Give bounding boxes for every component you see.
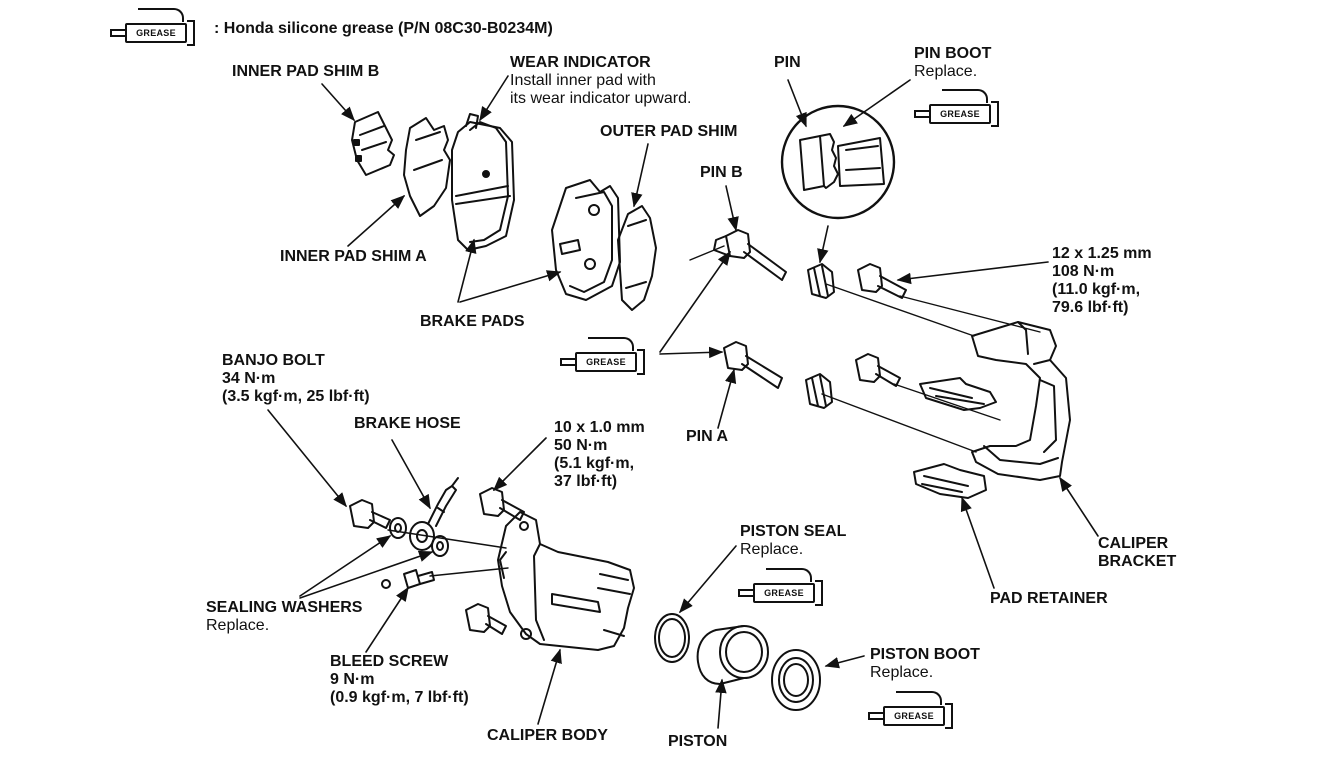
label-brake-hose: BRAKE HOSE [354,415,461,432]
label-sealing-washers: SEALING WASHERS Replace. [206,599,363,634]
label-inner-pad-shim-b: INNER PAD SHIM B [232,63,380,80]
leader-lines [267,75,1099,729]
banjo-bolt-part [349,499,391,529]
caliper-bolt-lower [465,603,507,635]
caliper-bracket-part [971,321,1071,481]
label-pin-boot: PIN BOOT Replace. [914,45,992,80]
pad-retainer-lower [913,463,987,499]
label-bracket-bolt-spec: 12 x 1.25 mm 108 N·m (11.0 kgf·m, 79.6 l… [1052,245,1152,316]
grease-legend-text: : Honda silicone grease (P/N 08C30-B0234… [214,20,553,37]
label-pin-b: PIN B [700,164,743,181]
outer-pad-shim [617,205,657,311]
label-bleed-screw: BLEED SCREW 9 N·m (0.9 kgf·m, 7 lbf·ft) [330,653,469,706]
label-pad-retainer: PAD RETAINER [990,590,1108,607]
pad-retainer-upper [919,377,997,411]
brake-hose-part [409,477,459,551]
bracket-bolt-lower [855,353,901,387]
sealing-washer-1 [389,517,407,539]
piston-part [696,625,769,685]
piston-seal-part [654,613,690,663]
outer-brake-pad [551,179,621,301]
label-brake-pads: BRAKE PADS [420,313,525,330]
inner-pad-shim-a [403,117,451,217]
label-inner-pad-shim-a: INNER PAD SHIM A [280,248,427,265]
label-piston-seal: PISTON SEAL Replace. [740,523,847,558]
pin-b-part [713,229,787,281]
piston-boot-part [771,649,821,711]
grease-icon-piston-boot: GREASE [868,691,953,729]
alignment-lines [387,245,1041,577]
pin-detail-magnifier [780,104,896,220]
label-caliper-body: CALIPER BODY [487,727,608,744]
pin-boot-lower [805,373,833,409]
sealing-washer-2 [431,535,449,557]
label-pin-a: PIN A [686,428,729,445]
grease-tube-icon: GREASE [110,8,195,46]
bleed-screw-part [381,569,435,589]
inner-brake-pad [451,113,515,251]
label-caliper-bolt-spec: 10 x 1.0 mm 50 N·m (5.1 kgf·m, 37 lbf·ft… [554,419,645,490]
label-caliper-bracket: CALIPER BRACKET [1098,535,1177,570]
label-piston: PISTON [668,733,728,750]
label-outer-pad-shim: OUTER PAD SHIM [600,123,738,140]
caliper-body-part [497,511,635,651]
caliper-bolt-upper [479,487,525,521]
inner-pad-shim-b [351,111,395,176]
label-wear-indicator: WEAR INDICATOR Install inner pad with it… [510,54,692,107]
grease-icon-piston-seal: GREASE [738,568,823,606]
label-banjo-bolt: BANJO BOLT 34 N·m (3.5 kgf·m, 25 lbf·ft) [222,352,370,405]
grease-icon-pin-boot: GREASE [914,89,999,127]
bracket-bolt-upper [857,263,907,299]
label-pin: PIN [774,54,801,71]
pin-boot-upper [807,263,835,299]
pin-a-part [723,341,783,389]
grease-tube-label: GREASE [125,23,187,43]
grease-icon-pins: GREASE [560,337,645,375]
label-piston-boot: PISTON BOOT Replace. [870,646,980,681]
